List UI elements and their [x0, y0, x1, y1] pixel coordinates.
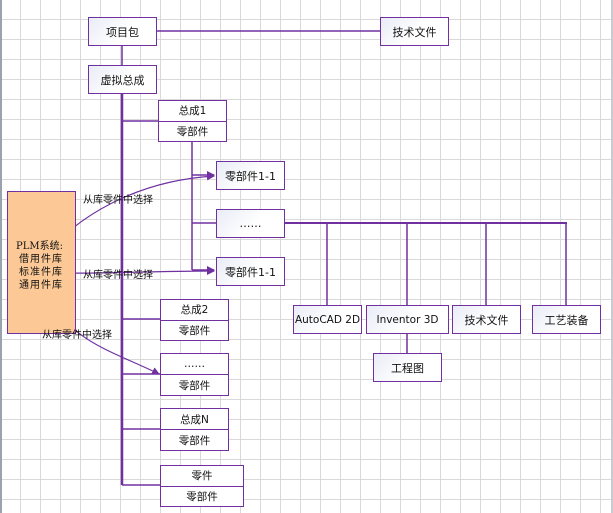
- node-assembly-2[interactable]: 总成2 零部件: [160, 299, 229, 341]
- plm-library-common: 通用件库: [19, 279, 63, 291]
- assembly-ellipsis-sub: 零部件: [161, 374, 228, 395]
- node-project-package[interactable]: 项目包: [88, 17, 157, 46]
- plm-library-standard: 标准件库: [19, 266, 63, 278]
- node-part-group[interactable]: 零件 零部件: [160, 465, 244, 507]
- node-part-1-1-b-label: 零部件1-1: [225, 265, 276, 279]
- node-virtual-assembly-label: 虚拟总成: [100, 73, 145, 87]
- connector-label-3: 从库零件中选择: [42, 330, 112, 341]
- node-assembly-n[interactable]: 总成N 零部件: [160, 408, 229, 451]
- canvas-scrollbar[interactable]: [611, 0, 613, 513]
- part-group-title: 零件: [191, 470, 213, 483]
- node-process-equipment[interactable]: 工艺装备: [532, 305, 601, 334]
- node-autocad-2d-label: AutoCAD 2D: [294, 313, 361, 326]
- assembly-n-sub: 零部件: [161, 429, 228, 450]
- plm-title: PLM系统:: [16, 240, 63, 252]
- assembly-1-sub: 零部件: [159, 120, 226, 142]
- connector-label-2: 从库零件中选择: [83, 270, 153, 281]
- node-virtual-assembly[interactable]: 虚拟总成: [88, 65, 157, 94]
- node-engineering-drawing-label: 工程图: [391, 361, 424, 375]
- node-project-package-label: 项目包: [106, 25, 139, 39]
- node-part-1-1-b[interactable]: 零部件1-1: [216, 257, 285, 286]
- node-assembly-ellipsis[interactable]: …… 零部件: [160, 353, 229, 396]
- part-group-sub: 零部件: [161, 485, 243, 507]
- assembly-2-title: 总成2: [180, 304, 209, 317]
- node-tech-docs[interactable]: 技术文件: [452, 305, 521, 334]
- node-ellipsis-mid[interactable]: ……: [216, 209, 285, 238]
- assembly-n-title: 总成N: [180, 413, 209, 426]
- node-part-1-1-a[interactable]: 零部件1-1: [216, 161, 285, 190]
- node-process-equipment-label: 工艺装备: [544, 313, 589, 327]
- node-engineering-drawing[interactable]: 工程图: [373, 353, 442, 382]
- node-assembly-1[interactable]: 总成1 零部件: [158, 100, 227, 142]
- node-tech-docs-label: 技术文件: [464, 313, 509, 327]
- assembly-2-sub: 零部件: [161, 319, 228, 341]
- node-ellipsis-mid-label: ……: [239, 217, 262, 230]
- node-tech-docs-top[interactable]: 技术文件: [380, 17, 449, 46]
- node-autocad-2d[interactable]: AutoCAD 2D: [293, 305, 362, 334]
- assembly-ellipsis-title: ……: [184, 358, 205, 370]
- connector-label-1: 从库零件中选择: [83, 195, 153, 206]
- node-inventor-3d-label: Inventor 3D: [376, 313, 439, 326]
- node-tech-docs-top-label: 技术文件: [392, 25, 437, 39]
- assembly-1-title: 总成1: [178, 105, 207, 118]
- plm-library-borrowed: 借用件库: [19, 253, 63, 265]
- plm-system-box[interactable]: PLM系统: 借用件库 标准件库 通用件库: [7, 191, 76, 334]
- canvas-left-border: [0, 0, 2, 513]
- node-inventor-3d[interactable]: Inventor 3D: [366, 305, 449, 334]
- node-part-1-1-a-label: 零部件1-1: [225, 169, 276, 183]
